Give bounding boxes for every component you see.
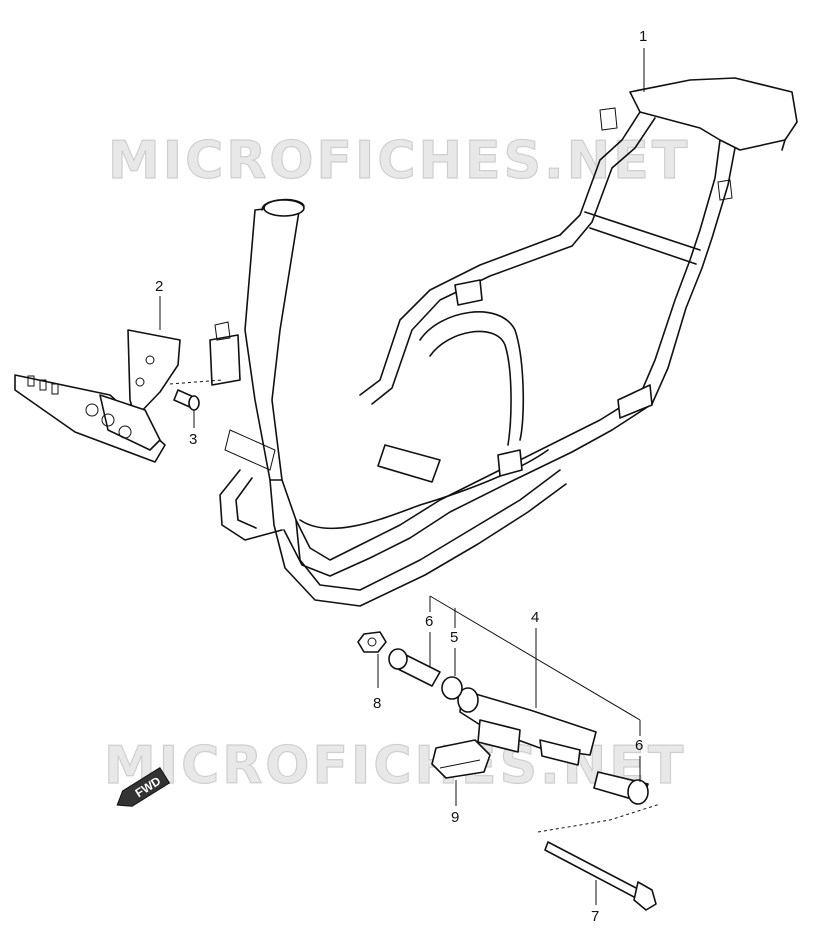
watermark-top: MICROFICHES.NET [108, 131, 690, 191]
callout-3: 3 [189, 431, 197, 448]
frame [209, 77, 798, 607]
callout-7: 7 [591, 908, 599, 925]
nut [357, 631, 387, 653]
bushing-right [593, 771, 649, 805]
callout-5: 5 [450, 629, 458, 646]
callout-1: 1 [639, 28, 647, 45]
callout-6-left: 6 [425, 613, 433, 630]
bracket-bolt [173, 389, 200, 411]
callout-6-right: 6 [635, 737, 643, 754]
bracket [14, 329, 181, 463]
mount-bolt-dash [537, 803, 661, 833]
callout-9: 9 [451, 809, 459, 826]
callout-8: 8 [373, 695, 381, 712]
group-bracket-line [429, 595, 641, 721]
rubber-mount [431, 739, 491, 779]
bushing-left [388, 648, 441, 687]
callout-2: 2 [155, 278, 163, 295]
callout-4: 4 [531, 609, 539, 626]
engine-mount [457, 687, 597, 766]
bracket-leader-dash [169, 379, 223, 385]
mount-bolt [544, 841, 657, 911]
spacer [441, 676, 463, 700]
